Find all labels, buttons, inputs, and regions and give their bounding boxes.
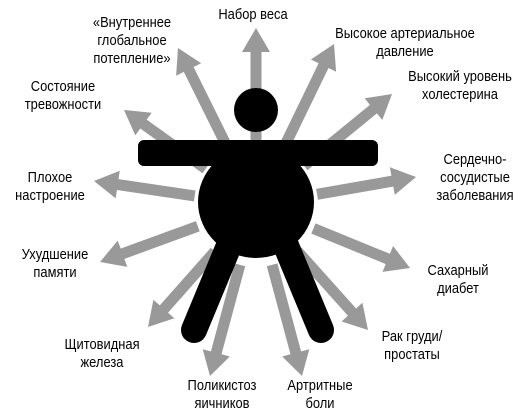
arrow-breast-prostate-cancer xyxy=(293,247,368,330)
label-memory-decline: Ухудшение памяти xyxy=(21,246,89,281)
figure-left-leg xyxy=(181,223,246,343)
arrow-bad-mood xyxy=(94,170,196,202)
label-diabetes: Сахарный диабет xyxy=(427,262,489,297)
arrow-high-blood-pressure xyxy=(278,44,337,152)
label-weight-gain: Набор веса xyxy=(218,6,288,23)
figure-right-leg xyxy=(269,223,334,343)
arrow-arthritic-pain xyxy=(266,263,310,376)
figure-head xyxy=(234,88,278,132)
arrow-diabetes xyxy=(311,223,410,272)
label-high-cholesterol: Высокий уровень холестерина xyxy=(408,68,512,103)
label-arthritic-pain: Артритные боли xyxy=(287,377,353,412)
arrow-internal-warming xyxy=(176,48,234,152)
label-thyroid: Щитовидная железа xyxy=(64,336,140,371)
label-internal-warming: «Внутреннее глобальное потепление» xyxy=(92,14,172,67)
label-breast-prostate-cancer: Рак груди/ простаты xyxy=(381,328,443,363)
label-cardiovascular: Сердечно- сосудистые заболевания xyxy=(436,151,514,204)
label-high-blood-pressure: Высокое артериальное давление xyxy=(335,25,475,60)
body-figure xyxy=(138,88,378,343)
label-anxiety: Состояние тревожности xyxy=(24,78,102,113)
arrow-polycystic-ovaries xyxy=(202,263,246,376)
arrow-weight-gain xyxy=(242,28,270,143)
arrow-thyroid xyxy=(148,247,219,327)
arrow-memory-decline xyxy=(100,221,200,267)
label-polycystic-ovaries: Поликистоз яичников xyxy=(187,377,257,412)
label-bad-mood: Плохое настроение xyxy=(15,169,85,204)
arrow-cardiovascular xyxy=(316,167,416,200)
